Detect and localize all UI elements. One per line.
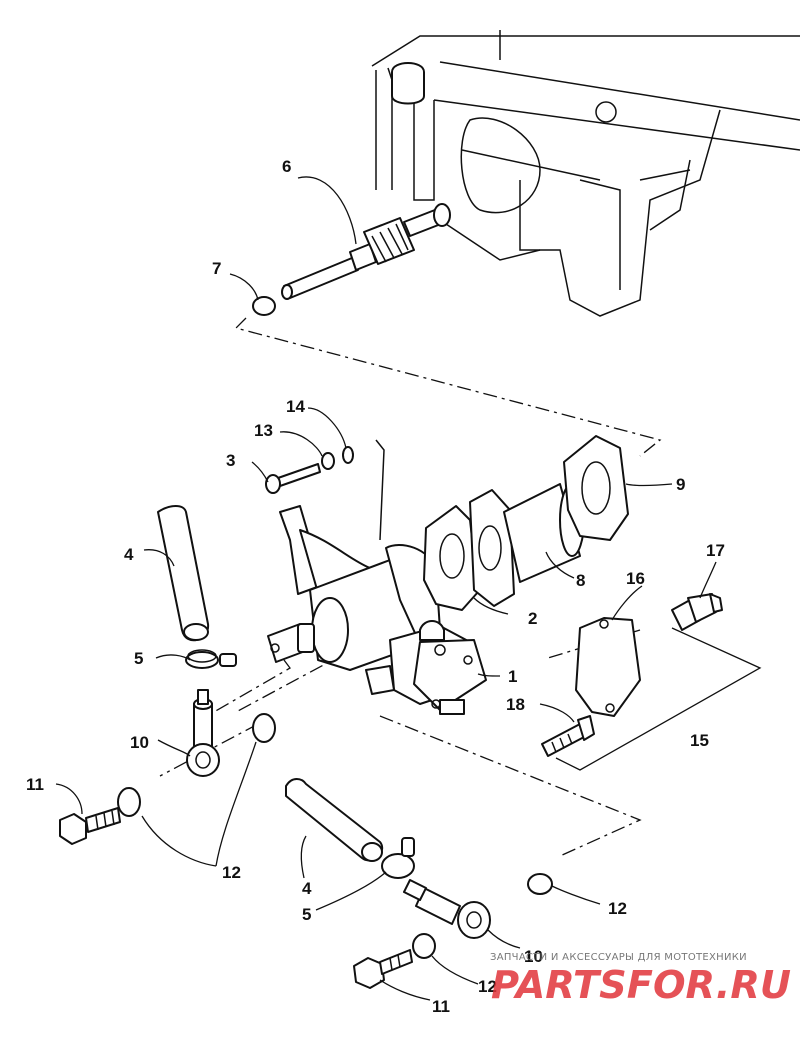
bracket-line-part-15 — [555, 627, 762, 771]
label-part-14: 14 — [286, 397, 305, 416]
label-part-5-upper: 5 — [134, 649, 143, 668]
shaft-gear-part-6 — [281, 203, 451, 300]
part-labels: 1 2 3 4 4 5 5 6 7 8 9 10 10 11 11 12 12 … — [26, 157, 725, 1016]
label-part-12-bottom: 12 — [478, 977, 497, 996]
gasket-part-2 — [423, 505, 479, 611]
label-part-15: 15 — [690, 731, 709, 750]
adapter-part-8 — [469, 483, 585, 607]
alignment-lines — [159, 317, 662, 857]
label-part-11-upper: 11 — [26, 775, 44, 794]
leader-lines — [55, 176, 717, 1001]
screw-part-18 — [541, 715, 595, 757]
washer-part-12-c — [527, 873, 553, 895]
clamp-part-5-lower — [381, 837, 415, 879]
cover-plate-part-16 — [575, 617, 641, 717]
label-part-8: 8 — [576, 571, 585, 590]
label-part-16: 16 — [626, 569, 645, 588]
bolt-part-11-lower — [353, 949, 413, 989]
label-part-3: 3 — [226, 451, 235, 470]
banjo-fitting-part-10-upper — [186, 689, 220, 777]
gasket-part-9 — [563, 435, 629, 541]
label-part-10-lower: 10 — [524, 947, 543, 966]
lock-washer-part-13 — [321, 452, 335, 470]
washer-part-14 — [342, 446, 354, 464]
label-part-12-right: 12 — [608, 899, 627, 918]
washer-part-12-d — [412, 933, 436, 959]
label-part-7: 7 — [212, 259, 221, 278]
plug-part-17 — [671, 593, 723, 631]
label-part-9: 9 — [676, 475, 685, 494]
bolt-part-11-upper — [59, 807, 121, 845]
washer-part-12-b — [117, 787, 141, 817]
label-part-12-left: 12 — [222, 863, 241, 882]
clamp-part-5-upper — [185, 649, 237, 669]
label-part-13: 13 — [254, 421, 273, 440]
label-part-5-lower: 5 — [302, 905, 311, 924]
banjo-fitting-part-10-lower — [403, 879, 491, 939]
watermark-logo: PARTSFOR.RU — [491, 963, 791, 1006]
label-part-2: 2 — [528, 609, 537, 628]
label-part-6: 6 — [282, 157, 291, 176]
svg-text:PARTSFOR.RU: PARTSFOR.RU — [491, 963, 791, 1006]
label-part-4-lower: 4 — [302, 879, 312, 898]
label-part-4-upper: 4 — [124, 545, 134, 564]
fuel-pump-assembly-part-1 — [267, 505, 487, 715]
label-part-1: 1 — [508, 667, 517, 686]
hose-part-4-upper — [157, 505, 210, 642]
label-part-18: 18 — [506, 695, 525, 714]
engine-block — [371, 30, 800, 317]
label-part-10-upper: 10 — [130, 733, 149, 752]
label-part-17: 17 — [706, 541, 725, 560]
label-part-11-lower: 11 — [432, 997, 450, 1016]
bolt-part-3 — [265, 463, 321, 494]
washer-part-12-a — [252, 713, 276, 743]
watermark-tagline: ЗАПЧАСТИ И АКСЕССУАРЫ ДЛЯ МОТОТЕХНИКИ — [490, 952, 747, 963]
washer-part-7 — [252, 296, 276, 316]
